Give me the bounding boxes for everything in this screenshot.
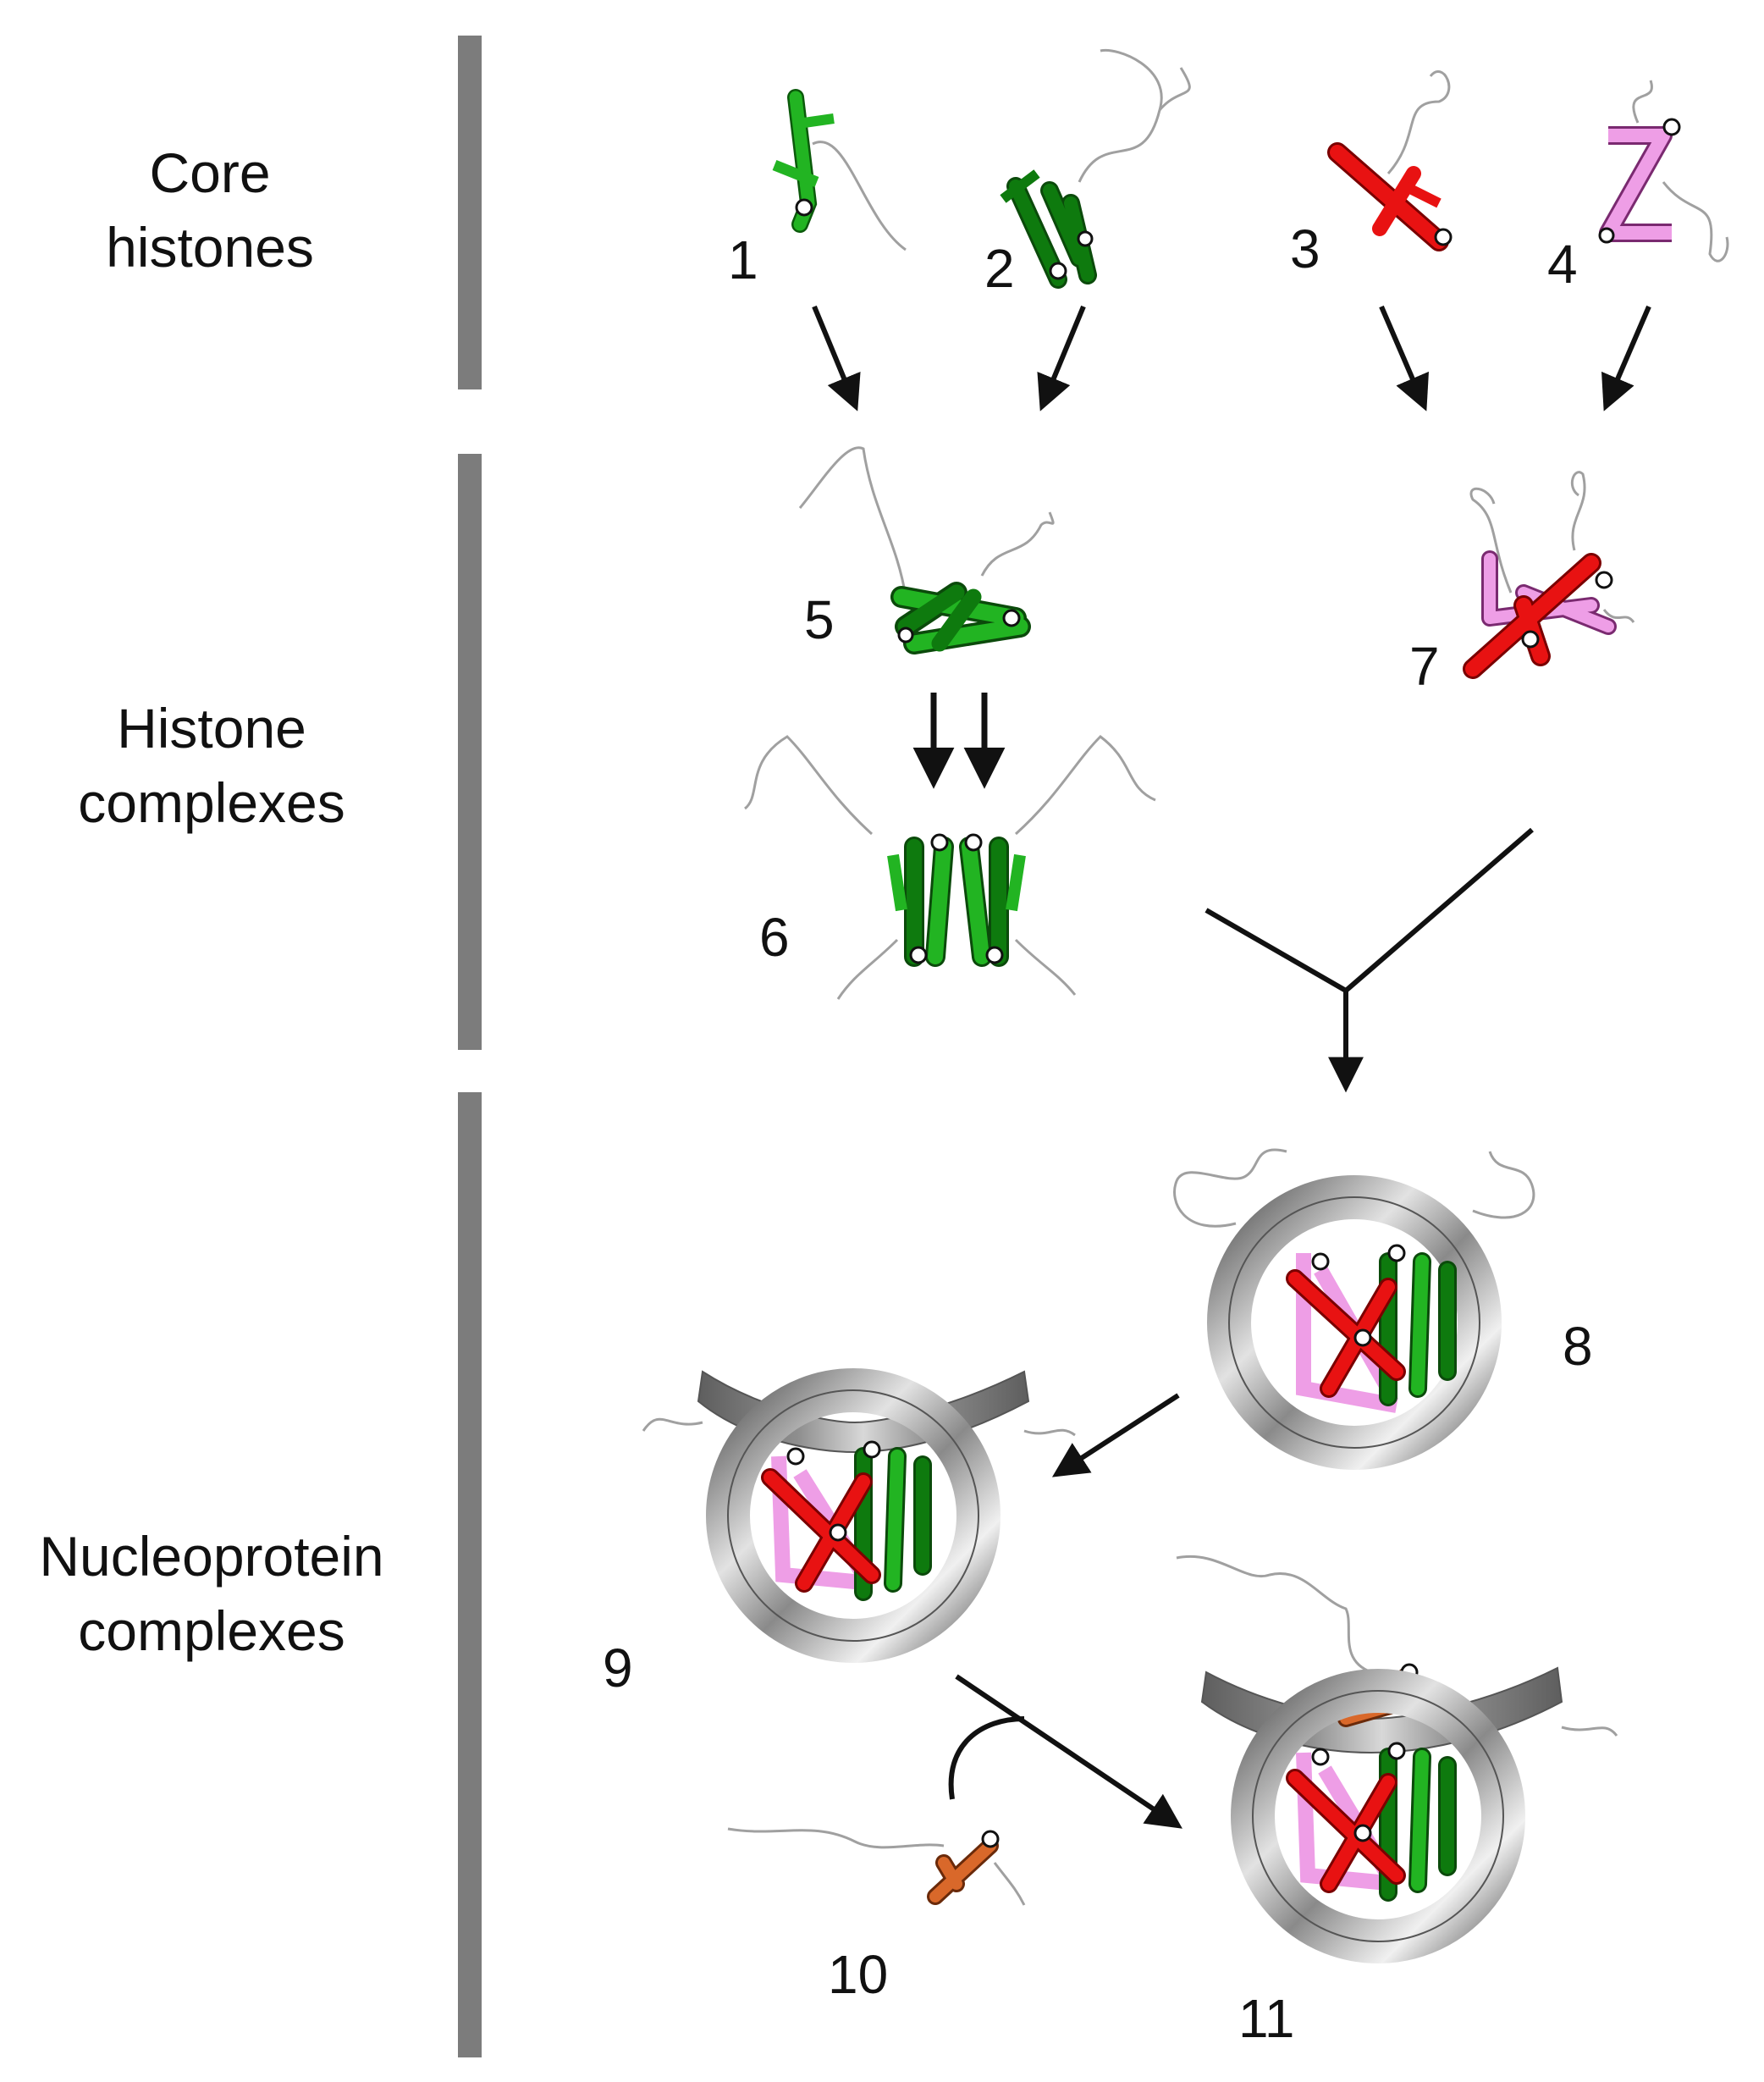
label-number-4: 4 (1547, 234, 1578, 295)
linker-histone-binding-curve (948, 1716, 1025, 1800)
converge-line-left (1204, 908, 1348, 993)
label-number-1: 1 (728, 229, 758, 290)
label-number-11: 11 (1238, 1988, 1295, 2049)
chromatosome-11-structure (1176, 1555, 1618, 1963)
label-number-3: 3 (1290, 218, 1320, 279)
section-label-line: histones (106, 216, 314, 279)
section-label-histone-complexes: Histone complexes (0, 691, 432, 840)
h3-h4-complex-structure (1463, 471, 1635, 679)
arrow-4-to-7 (1601, 305, 1651, 411)
label-number-5: 5 (804, 589, 835, 650)
label-number-6: 6 (759, 907, 790, 968)
linker-histone-h1-structure (727, 1827, 1026, 1906)
label-number-10: 10 (828, 1944, 889, 2005)
label-number-8: 8 (1563, 1316, 1593, 1377)
arrow-2-to-5 (1037, 305, 1086, 411)
histone-h2a-structure (772, 89, 907, 251)
section-label-core-histones: Core histones (0, 135, 430, 284)
section-bar-histone-complexes (458, 454, 482, 1050)
nucleosome-8-structure (1173, 1148, 1535, 1470)
label-number-7: 7 (1409, 636, 1440, 697)
histone-h4-structure (1598, 80, 1729, 262)
h2a-h2b-tetramer-structure (743, 735, 1156, 1000)
label-number-9: 9 (603, 1637, 633, 1698)
histone-h2b-structure (1000, 48, 1191, 289)
converge-line-right (1344, 827, 1534, 993)
section-label-line: Histone (117, 697, 306, 759)
section-label-nucleoprotein-complexes: Nucleoprotein complexes (0, 1519, 432, 1668)
label-number-2: 2 (984, 238, 1015, 299)
section-label-line: Nucleoprotein (39, 1525, 384, 1588)
nucleosome-9-structure (642, 1368, 1076, 1663)
arrow-1-to-5 (812, 305, 861, 411)
section-bar-nucleoprotein-complexes (458, 1092, 482, 2057)
histone-h3-structure (1327, 70, 1453, 251)
arrow-3-to-7 (1379, 305, 1429, 411)
arrow-9-to-11 (955, 1674, 1182, 1829)
section-bar-core-histones (458, 36, 482, 389)
section-label-line: complexes (78, 771, 345, 834)
section-label-line: Core (149, 141, 271, 204)
section-label-line: complexes (78, 1599, 345, 1662)
h2a-h2b-dimer-structure (798, 446, 1055, 654)
arrow-8-to-9 (1051, 1393, 1180, 1477)
